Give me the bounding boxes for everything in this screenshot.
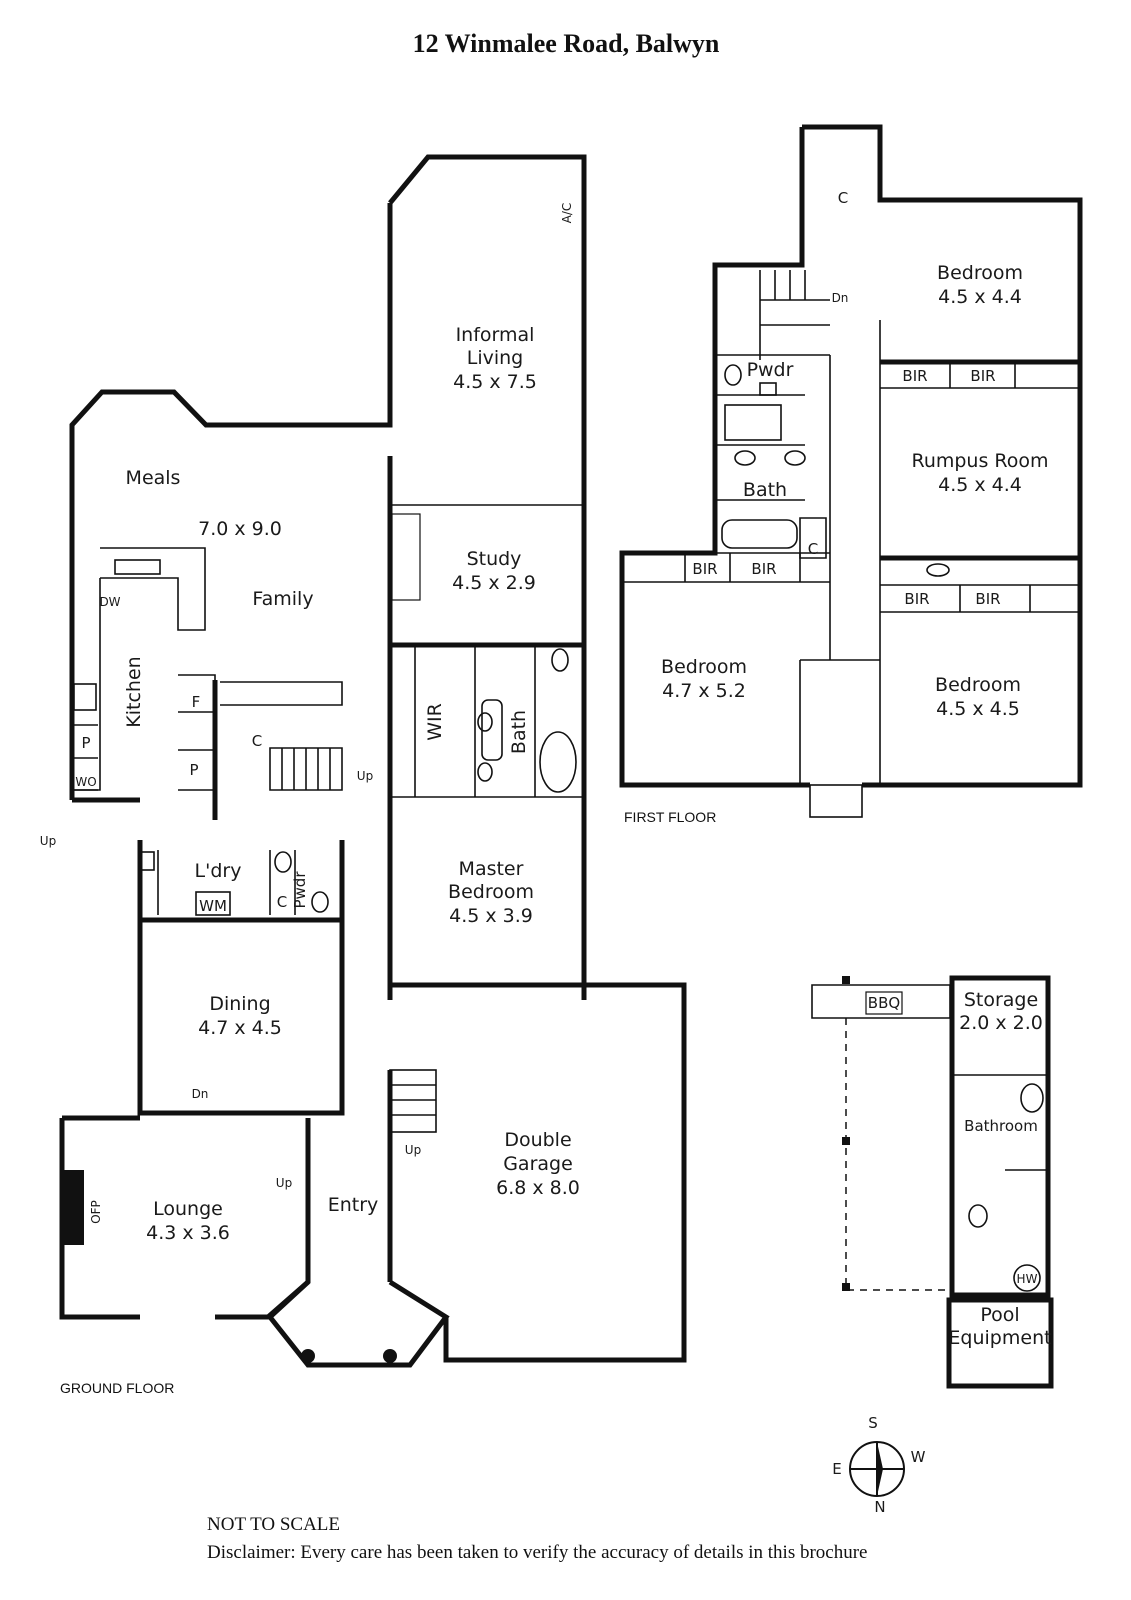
first-pwdr-label: Pwdr [747, 359, 794, 381]
bedroom-2-size: 4.7 x 5.2 [662, 680, 746, 702]
dining-dn-label: Dn [192, 1087, 209, 1101]
bedroom-1-label: Bedroom [937, 262, 1023, 284]
outbuilding-bathroom-label: Bathroom [964, 1117, 1038, 1135]
garage-size: 6.8 x 8.0 [496, 1177, 580, 1199]
first-linen-label: C [808, 540, 818, 558]
compass: S W E N [832, 1414, 925, 1516]
cupboard-label: C [252, 732, 262, 750]
ground-floor-label: GROUND FLOOR [60, 1380, 174, 1396]
family-label: Family [252, 588, 313, 610]
garage-label-1: Double [504, 1129, 571, 1151]
bir-label-3: BIR [904, 590, 929, 608]
meals-label: Meals [126, 467, 181, 489]
bir-label-4: BIR [975, 590, 1000, 608]
compass-e: E [832, 1460, 841, 1478]
pantry-label-1: P [81, 734, 90, 752]
stair-up-label: Up [357, 769, 373, 783]
ofp-label: OFP [89, 1200, 103, 1224]
master-label-1: Master [459, 858, 524, 880]
study-size: 4.5 x 2.9 [452, 572, 536, 594]
first-cupboard-label: C [838, 189, 848, 207]
side-up-label: Up [40, 834, 56, 848]
ground-floor-labels: Informal Living 4.5 x 7.5 A/C Meals 7.0 … [40, 203, 580, 1396]
first-floor-plan [619, 124, 1083, 818]
fridge-label: F [192, 693, 201, 711]
first-floor-labels: C Dn Pwdr Bath C Bedroom 4.5 x 4.4 BIR B… [624, 189, 1049, 825]
bir-label-2: BIR [970, 367, 995, 385]
storage-label: Storage [964, 989, 1038, 1011]
study-label: Study [467, 548, 522, 570]
garage-label-2: Garage [503, 1153, 573, 1175]
dining-label: Dining [209, 993, 270, 1015]
not-to-scale: NOT TO SCALE [207, 1514, 340, 1535]
informal-living-size: 4.5 x 7.5 [453, 371, 537, 393]
disclaimer: Disclaimer: Every care has been taken to… [207, 1542, 868, 1563]
wir-label: WIR [424, 703, 446, 741]
informal-living-label-2: Living [467, 347, 524, 369]
first-floor-label: FIRST FLOOR [624, 809, 716, 825]
lounge-label: Lounge [153, 1198, 223, 1220]
master-label-2: Bedroom [448, 881, 534, 903]
kitchen-label: Kitchen [123, 656, 145, 727]
ground-pwdr-label: Pwdr [291, 871, 309, 909]
bedroom-3-label: Bedroom [935, 674, 1021, 696]
first-dn-label: Dn [832, 291, 849, 305]
storage-size: 2.0 x 2.0 [959, 1012, 1043, 1034]
pool-label-2: Equipment [948, 1327, 1051, 1349]
ac-label: A/C [560, 203, 574, 224]
meals-size: 7.0 x 9.0 [198, 518, 282, 540]
rumpus-label: Rumpus Room [911, 450, 1048, 472]
wm-label: WM [199, 897, 227, 915]
laundry-label: L'dry [195, 860, 242, 882]
bir-label-1: BIR [902, 367, 927, 385]
master-size: 4.5 x 3.9 [449, 905, 533, 927]
bedroom-1-size: 4.5 x 4.4 [938, 286, 1022, 308]
garage-up-label: Up [405, 1143, 421, 1157]
pool-label-1: Pool [980, 1304, 1019, 1326]
dw-label: DW [99, 595, 120, 609]
compass-n: N [874, 1498, 885, 1516]
wo-label: WO [75, 775, 96, 789]
informal-living-label-1: Informal [456, 324, 535, 346]
dining-size: 4.7 x 4.5 [198, 1017, 282, 1039]
first-bath-label: Bath [743, 479, 787, 501]
bir-label-6: BIR [751, 560, 776, 578]
hot-water-label: HW [1017, 1272, 1038, 1286]
pantry-label-2: P [189, 761, 198, 779]
rumpus-size: 4.5 x 4.4 [938, 474, 1022, 496]
compass-w: W [911, 1448, 926, 1466]
bbq-label: BBQ [868, 994, 900, 1012]
outbuilding-plan [811, 975, 1054, 1389]
bedroom-2-label: Bedroom [661, 656, 747, 678]
entry-label: Entry [328, 1194, 379, 1216]
outbuilding-labels: BBQ Storage 2.0 x 2.0 Bathroom HW Pool E… [868, 989, 1052, 1349]
ensuite-bath-label: Bath [508, 710, 530, 754]
compass-s: S [868, 1414, 878, 1432]
property-title: 12 Winmalee Road, Balwyn [413, 29, 720, 58]
ground-floor-plan [59, 154, 687, 1368]
bedroom-3-size: 4.5 x 4.5 [936, 698, 1020, 720]
laundry-cupboard-label: C [277, 893, 287, 911]
lounge-up-label: Up [276, 1176, 292, 1190]
lounge-size: 4.3 x 3.6 [146, 1222, 230, 1244]
bir-label-5: BIR [692, 560, 717, 578]
